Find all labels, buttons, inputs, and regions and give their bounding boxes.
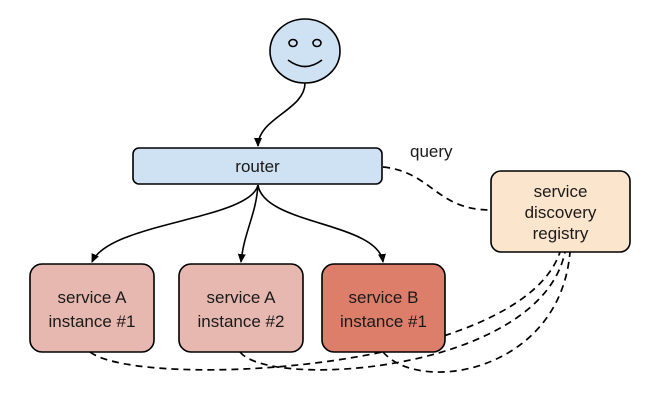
service-a1-label-line2: instance #1	[49, 312, 136, 331]
router-to-service-a1-arrow	[91, 184, 259, 263]
service-b1-registry-connector	[382, 251, 571, 373]
service-a2-label-line2: instance #2	[198, 312, 285, 331]
registry-label-line2: discovery	[525, 203, 597, 222]
service-b1-label-line2: instance #1	[340, 312, 427, 331]
registry-label-line3: registry	[533, 224, 589, 243]
router-node: router	[132, 147, 383, 185]
router-to-service-b1-arrow	[257, 184, 386, 263]
service-b-instance-1-node: service B instance #1	[321, 263, 446, 353]
service-a-instance-1-node: service A instance #1	[29, 263, 155, 353]
service-a1-label-line1: service A	[58, 288, 128, 307]
service-a2-registry-connector	[239, 251, 566, 371]
service-a-instance-2-node: service A instance #2	[178, 263, 304, 353]
user-to-router-arrow	[254, 82, 306, 147]
service-a2-label-line1: service A	[207, 288, 277, 307]
service-b1-label-line1: service B	[349, 288, 419, 307]
service-a1-registry-connector	[89, 251, 561, 371]
router-label: router	[235, 157, 280, 176]
query-label: query	[410, 142, 453, 161]
query-connector	[382, 166, 492, 211]
user-smiley-icon	[269, 18, 341, 84]
service-discovery-registry-node: service discovery registry	[490, 170, 631, 253]
registry-label-line1: service	[534, 182, 588, 201]
router-to-service-a2-arrow	[237, 184, 259, 263]
